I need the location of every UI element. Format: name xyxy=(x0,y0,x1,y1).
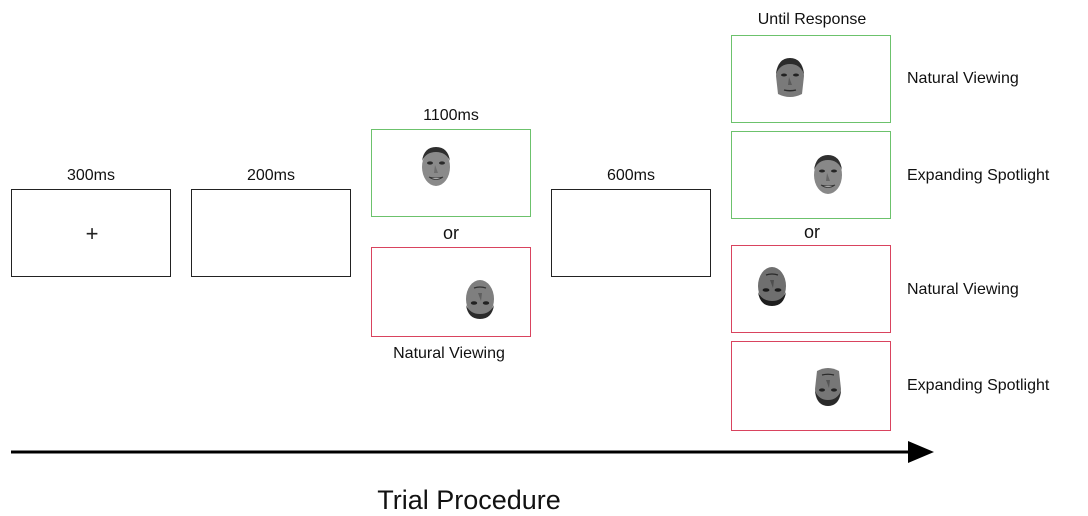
blank-screen-1 xyxy=(191,189,351,277)
response-screen-upright-natural xyxy=(731,35,891,123)
response-condition-1: Natural Viewing xyxy=(907,70,1019,87)
face-photo-icon xyxy=(810,150,846,198)
inverted-face-photo-icon xyxy=(754,262,790,310)
inverted-face-photo-icon xyxy=(462,275,498,323)
cue-condition-label: Natural Viewing xyxy=(393,345,505,362)
response-screen-inverted-spotlight xyxy=(731,341,891,431)
stage-timing-blank1: 200ms xyxy=(246,167,296,184)
inverted-face-photo-icon xyxy=(810,363,846,411)
or-label-response: or xyxy=(803,222,821,242)
response-condition-2: Expanding Spotlight xyxy=(907,167,1050,184)
stage-timing-fixation: 300ms xyxy=(66,167,116,184)
or-label-cue: or xyxy=(442,223,460,243)
face-photo-icon xyxy=(772,54,808,102)
stage-timing-response: Until Response xyxy=(757,11,867,28)
arrow-right-icon xyxy=(11,441,934,463)
response-condition-4: Expanding Spotlight xyxy=(907,377,1050,394)
face-photo-icon xyxy=(418,143,454,191)
cue-screen-inverted xyxy=(371,247,531,337)
cue-screen-upright xyxy=(371,129,531,217)
blank-screen-2 xyxy=(551,189,711,277)
response-condition-3: Natural Viewing xyxy=(907,281,1019,298)
diagram-title: Trial Procedure xyxy=(377,485,561,515)
stage-timing-blank2: 600ms xyxy=(606,167,656,184)
stage-timing-cue: 1100ms xyxy=(423,107,479,124)
response-screen-upright-spotlight xyxy=(731,131,891,219)
response-screen-inverted-natural xyxy=(731,245,891,333)
fixation-screen: + xyxy=(11,189,171,277)
fixation-cross: + xyxy=(85,221,99,246)
